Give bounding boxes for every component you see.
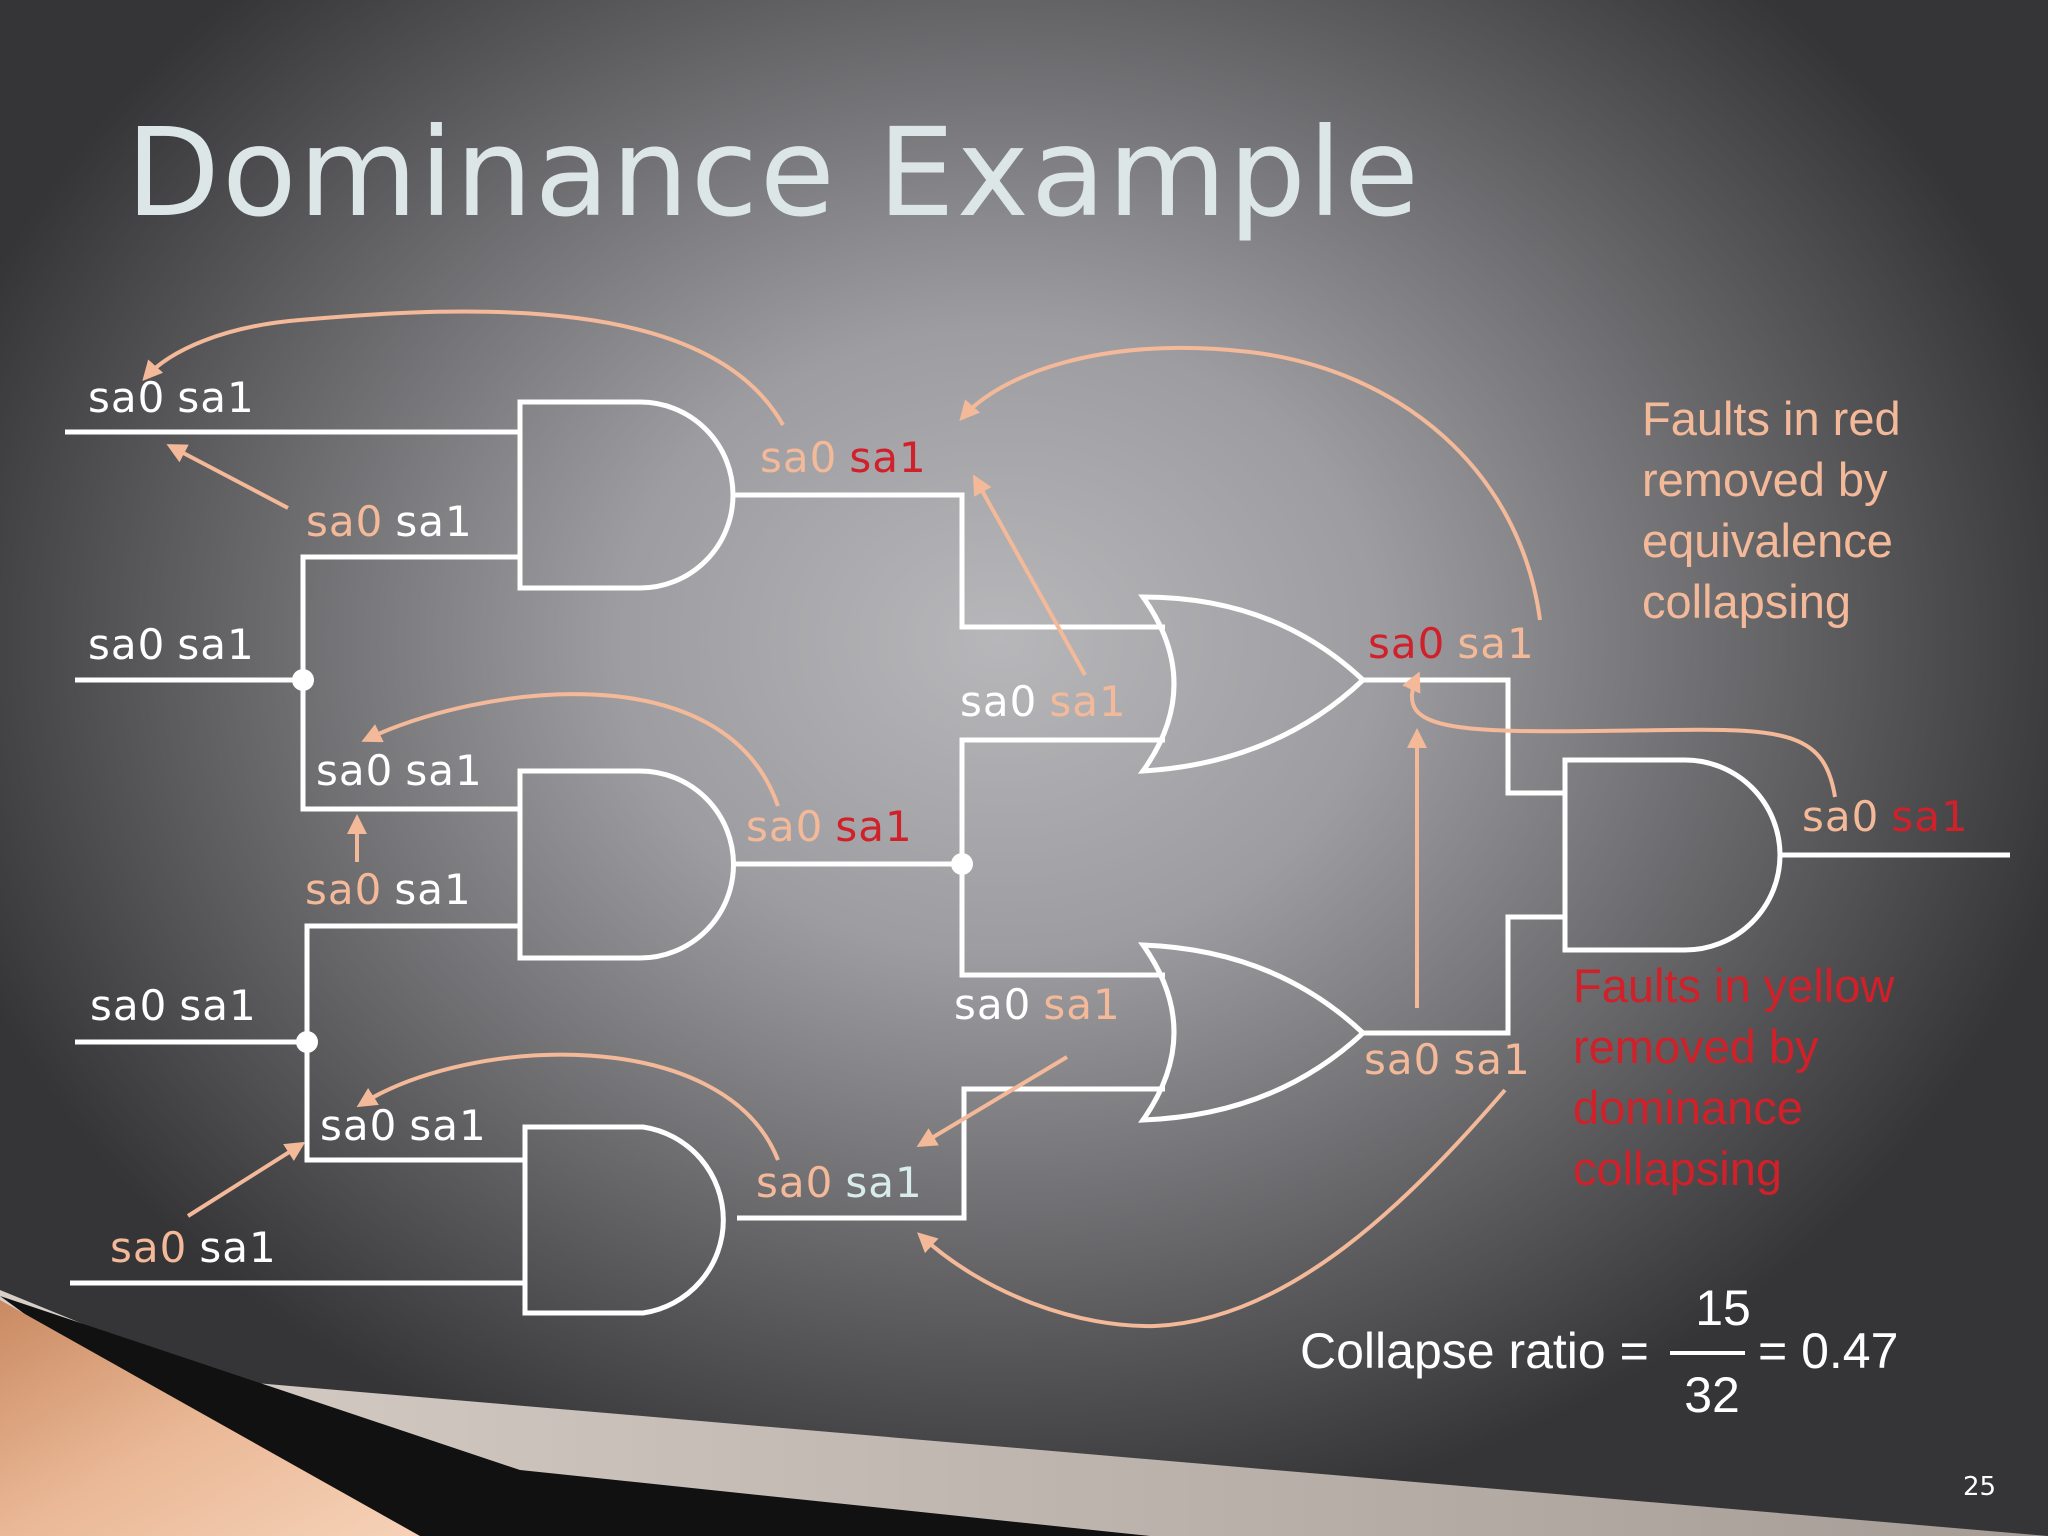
and-gate: [1562, 757, 1783, 953]
or-gate: [1138, 942, 1367, 1123]
ratio-denominator: 32: [1684, 1367, 1740, 1423]
fanout-dot: [296, 1031, 318, 1053]
and-gate: [522, 1124, 726, 1316]
fault-arrows: [142, 309, 1837, 1329]
page-number: 25: [1963, 1472, 1996, 1502]
fanout-dot: [951, 853, 973, 875]
note-yellow-faults: Faults in yellow removed by dominance co…: [1573, 959, 1907, 1195]
ratio-numerator: 15: [1695, 1280, 1751, 1336]
and-gate: [517, 399, 736, 591]
and-gate: [517, 768, 736, 961]
ratio-prefix: Collapse ratio =: [1300, 1323, 1649, 1379]
note-red-faults: Faults in red removed by equivalence col…: [1642, 392, 1914, 628]
slide-title: Dominance Example: [126, 102, 1421, 244]
ratio-result: = 0.47: [1758, 1323, 1898, 1379]
corner-triangle-decoration: [0, 1300, 420, 1536]
fanout-dot: [292, 669, 314, 691]
or-gate: [1137, 594, 1367, 774]
